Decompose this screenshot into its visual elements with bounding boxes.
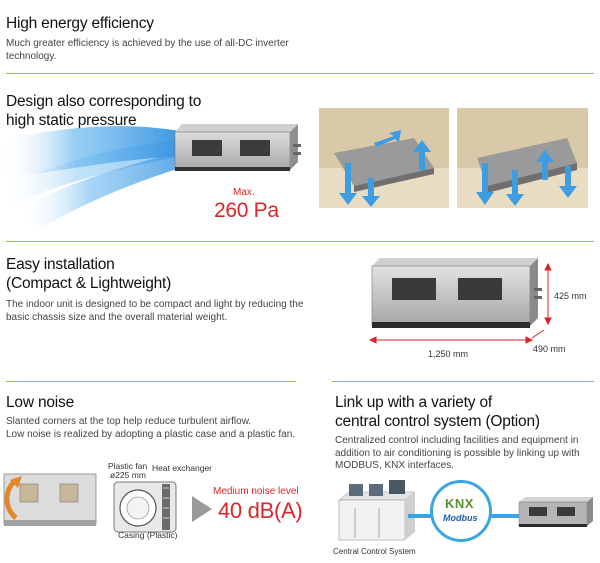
control-title: Link up with a variety of central contro…: [335, 394, 540, 430]
energy-text: Much greater efficiency is achieved by t…: [6, 38, 289, 62]
dim-width: 1,250 mm: [428, 349, 469, 359]
pressure-value: 260 Pa: [214, 199, 279, 222]
room-diagram-1: [319, 108, 449, 208]
noise-text: Slanted corners at the top help reduce t…: [6, 416, 296, 440]
heat-exchanger-label: Heat exchanger: [152, 463, 213, 473]
dimension-lines: [368, 262, 552, 344]
noise-level-value: 40 dB(A): [218, 498, 303, 523]
airflow-unit-illustration: [0, 124, 301, 228]
knx-label: KNX: [445, 496, 474, 511]
casing-label: Casing (Plastic): [118, 530, 178, 540]
knx-modbus-badge: KNX Modbus: [430, 480, 492, 542]
pressure-title: Design also corresponding to high static…: [6, 93, 202, 129]
installation-title: Easy installation (Compact & Lightweight…: [6, 256, 172, 292]
fan-casing-illustration: [113, 481, 177, 533]
dim-height: 425 mm: [554, 291, 587, 301]
noise-unit-cross-section: [3, 473, 97, 526]
divider-3-right: [332, 381, 594, 382]
max-label: Max.: [233, 187, 255, 198]
control-text: Centralized control including facilities…: [335, 435, 580, 471]
control-system-illustration: [338, 480, 416, 541]
arrow-right-icon: [192, 496, 212, 522]
divider-2: [6, 241, 594, 242]
room-diagram-2: [457, 108, 588, 208]
airflow-arrow-icon: [476, 150, 577, 206]
noise-level-label: Medium noise level: [213, 486, 299, 497]
dim-depth: 490 mm: [533, 344, 566, 354]
installation-text: The indoor unit is designed to be compac…: [6, 299, 304, 323]
plastic-fan-label: Plastic fan: [108, 461, 148, 471]
divider-3-left: [6, 381, 296, 382]
airflow-arrow-icon: [339, 130, 431, 207]
noise-title: Low noise: [6, 394, 74, 411]
energy-title: High energy efficiency: [6, 15, 154, 32]
divider-1: [6, 73, 594, 74]
duct-unit: [174, 124, 301, 171]
system-caption: Central Control System: [333, 547, 416, 556]
connected-unit-illustration: [518, 497, 593, 527]
compact-unit-illustration: [368, 258, 552, 344]
airflow-stream: [0, 126, 190, 228]
fan-size-label: ø225 mm: [110, 470, 146, 480]
modbus-label: Modbus: [443, 513, 478, 523]
